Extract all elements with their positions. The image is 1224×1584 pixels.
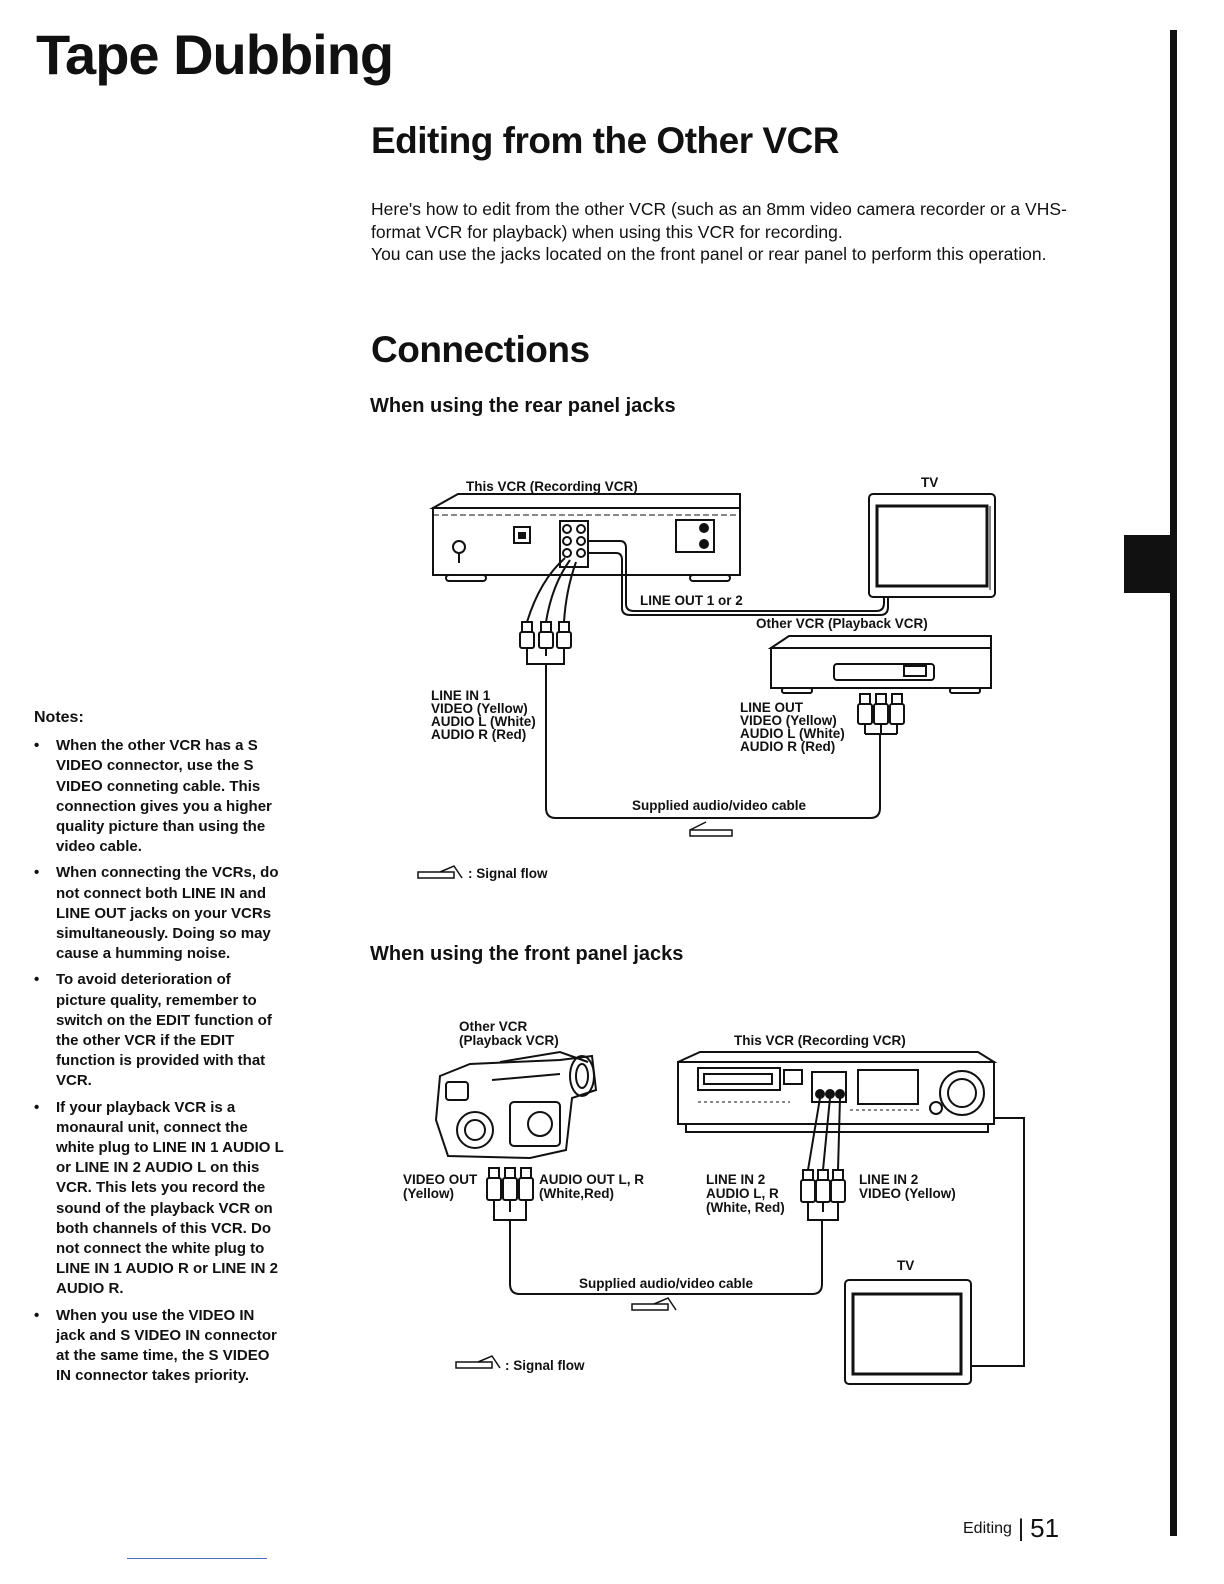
bullet: •: [34, 864, 40, 882]
rear-tv-label: TV: [921, 475, 938, 490]
rear-line-in-label-1: LINE IN 1: [431, 688, 491, 703]
front-line-in2-video-label-2: VIDEO (Yellow): [859, 1186, 956, 1201]
front-other-vcr-label-2: (Playback VCR): [459, 1033, 559, 1048]
front-line-in2-video-label-1: LINE IN 2: [859, 1172, 918, 1187]
note-text: If your playback VCR is a monaural unit,…: [56, 1098, 284, 1298]
tv-illustration-rear: [868, 493, 996, 598]
rear-line-out-jack-label-4: AUDIO R (Red): [740, 739, 835, 754]
note-item: • When the other VCR has a S VIDEO connec…: [34, 736, 284, 857]
note-item: • If your playback VCR is a monaural unit…: [34, 1098, 284, 1300]
notes-title: Notes:: [34, 709, 84, 726]
rear-panel-heading: When using the rear panel jacks: [370, 395, 676, 417]
note-item: • To avoid deterioration of picture quali…: [34, 970, 284, 1091]
front-video-out-label-1: VIDEO OUT: [403, 1172, 478, 1187]
front-audio-out-label-2: (White,Red): [539, 1186, 614, 1201]
playback-vcr-illustration-rear: [767, 635, 992, 694]
margin-rule: [1170, 30, 1177, 1536]
note-item: • When you use the VIDEO IN jack and S VI…: [34, 1306, 284, 1387]
section-title: Editing from the Other VCR: [371, 120, 840, 161]
tv-illustration-front: [844, 1279, 972, 1385]
rear-line-out-jack-label-2: VIDEO (Yellow): [740, 713, 837, 728]
rear-cable-label: Supplied audio/video cable: [632, 798, 807, 813]
rear-plugs-line-out: [857, 693, 905, 734]
bottom-rule: [127, 1558, 267, 1559]
bullet: •: [34, 1306, 40, 1324]
rear-line-out-jack-label-3: AUDIO L (White): [740, 726, 845, 741]
front-line-in2-audio-label-3: (White, Red): [706, 1200, 785, 1215]
note-text: To avoid deterioration of picture qualit…: [56, 971, 272, 1090]
rear-plugs-line-in: [519, 621, 572, 656]
front-this-vcr-label: This VCR (Recording VCR): [734, 1033, 906, 1048]
intro-text: Here's how to edit from the other VCR (s…: [371, 198, 1081, 266]
page-footer: Editing |51: [963, 1513, 1059, 1544]
notes-section: Notes: • When the other VCR has a S VIDEO…: [34, 708, 284, 1393]
note-item: • When connecting the VCRs, do not connec…: [34, 863, 284, 964]
rear-line-out-label: LINE OUT 1 or 2: [640, 593, 743, 608]
bullet: •: [34, 971, 40, 989]
footer-section: Editing: [963, 1520, 1012, 1537]
rear-other-vcr-label: Other VCR (Playback VCR): [756, 616, 928, 631]
intro-paragraph-1: Here's how to edit from the other VCR (s…: [371, 199, 1067, 242]
bullet: •: [34, 1098, 40, 1116]
page-number: 51: [1030, 1513, 1060, 1543]
front-line-in2-audio-label-1: LINE IN 2: [706, 1172, 765, 1187]
intro-paragraph-2: You can use the jacks located on the fro…: [371, 244, 1047, 264]
note-text: When you use the VIDEO IN jack and S VID…: [56, 1306, 277, 1385]
front-plugs-camcorder: [486, 1167, 534, 1212]
page-title: Tape Dubbing: [36, 23, 394, 86]
rear-line-out-jack-label-1: LINE OUT: [740, 700, 804, 715]
front-other-vcr-label-1: Other VCR: [459, 1019, 528, 1034]
front-cable-label: Supplied audio/video cable: [579, 1276, 754, 1291]
front-video-out-label-2: (Yellow): [403, 1186, 454, 1201]
note-text: When the other VCR has a S VIDEO connect…: [56, 737, 272, 856]
camcorder-illustration: [434, 1050, 598, 1160]
notes-list: • When the other VCR has a S VIDEO connec…: [34, 736, 284, 1386]
front-line-in2-audio-label-2: AUDIO L, R: [706, 1186, 779, 1201]
connections-title: Connections: [371, 329, 590, 370]
front-plugs-line-in: [800, 1169, 846, 1212]
front-audio-out-label-1: AUDIO OUT L, R: [539, 1172, 644, 1187]
recording-vcr-rear-illustration: [429, 493, 741, 582]
front-panel-heading: When using the front panel jacks: [370, 943, 684, 965]
rear-line-in-label-2: VIDEO (Yellow): [431, 701, 528, 716]
front-signal-flow-label: : Signal flow: [505, 1358, 585, 1373]
rear-line-in-label-3: AUDIO L (White): [431, 714, 536, 729]
rear-signal-flow-label: : Signal flow: [468, 866, 548, 881]
rear-line-in-label-4: AUDIO R (Red): [431, 727, 526, 742]
recording-vcr-front-illustration: [677, 1051, 998, 1133]
note-text: When connecting the VCRs, do not connect…: [56, 864, 279, 963]
bullet: •: [34, 737, 40, 755]
front-tv-label: TV: [897, 1258, 914, 1273]
rear-this-vcr-label: This VCR (Recording VCR): [466, 479, 638, 494]
chapter-tab: [1124, 535, 1170, 593]
footer-separator: |: [1017, 1515, 1025, 1542]
